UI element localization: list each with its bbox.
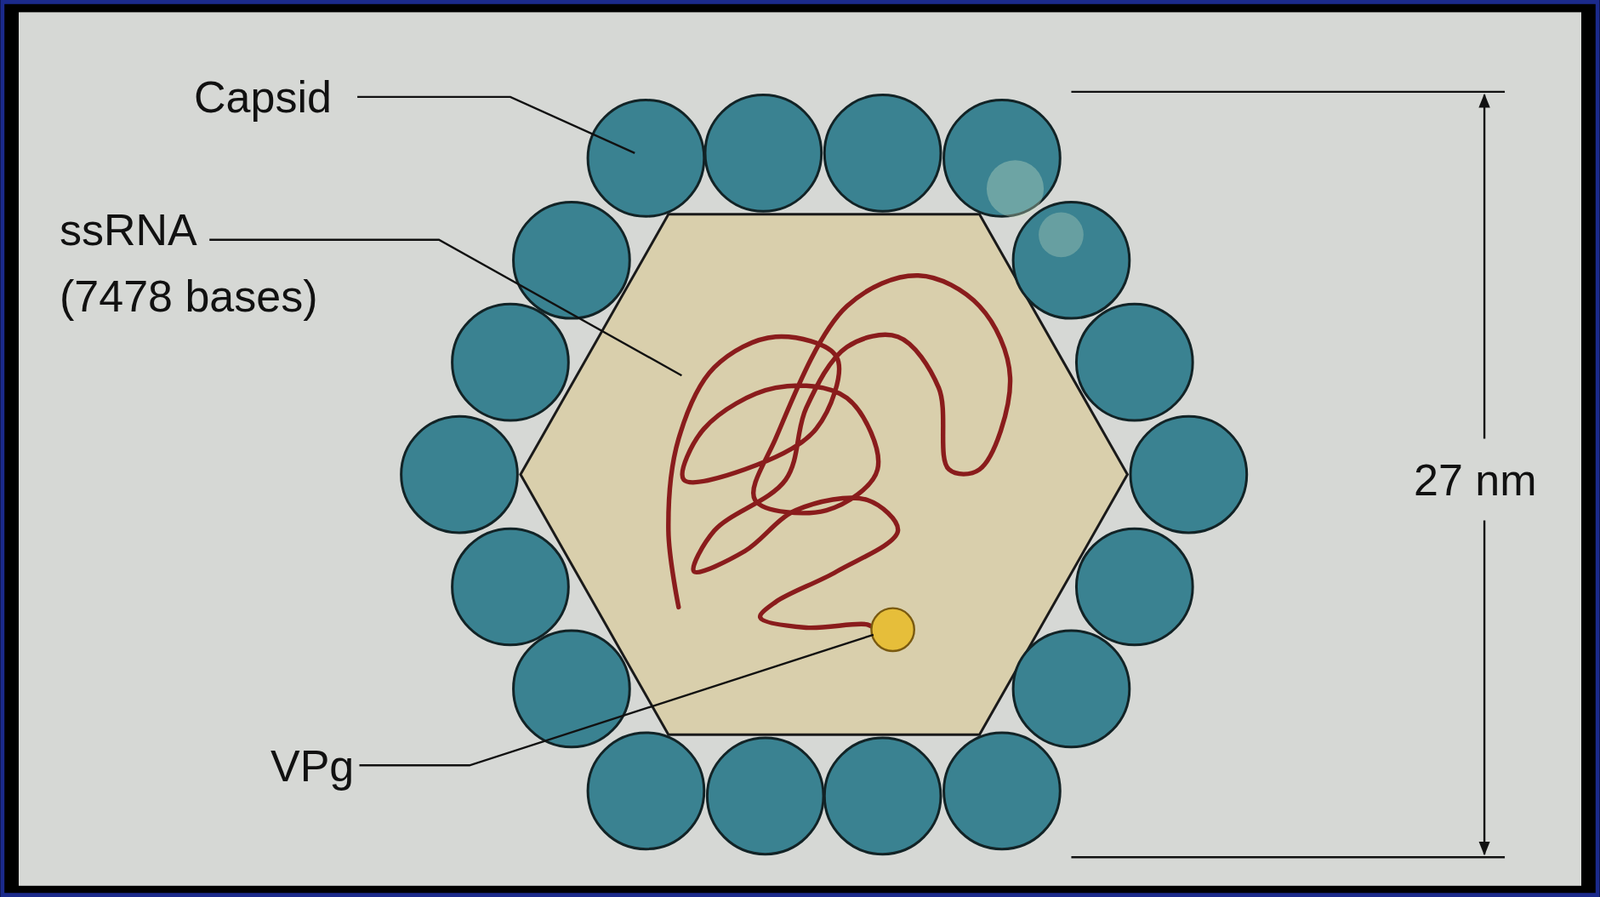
- capsomere: [401, 415, 519, 533]
- capsomere: [513, 201, 631, 319]
- capsomere: [513, 630, 631, 747]
- leader-lines: [209, 96, 874, 765]
- capsomere: [705, 95, 822, 212]
- extension-line: [1070, 855, 1505, 858]
- dimension-label: 27 nm: [1413, 453, 1538, 507]
- capsomere: [587, 100, 705, 217]
- dimension-arrow: [1483, 520, 1486, 855]
- part-label: Capsid: [193, 70, 332, 124]
- capsomere: [1076, 303, 1193, 421]
- capsomere: [452, 528, 570, 645]
- capsomere: [1013, 630, 1130, 747]
- part-label: ssRNA (7478 bases): [59, 196, 320, 330]
- rna-strand: [668, 275, 1011, 630]
- capsomere-highlight: [1038, 211, 1084, 257]
- capsomere: [452, 303, 570, 421]
- dimension-arrow: [1483, 95, 1486, 439]
- capsomere: [824, 95, 941, 212]
- vpg-protein: [871, 608, 914, 651]
- extension-line: [1070, 91, 1505, 93]
- capsomere: [944, 732, 1061, 849]
- leader-line: [358, 634, 873, 765]
- capsomere: [706, 737, 824, 855]
- capsomere: [1076, 528, 1193, 645]
- capsomere: [587, 732, 705, 849]
- capsomere-ring: [401, 95, 1247, 855]
- capsomere-highlight: [986, 159, 1044, 217]
- capsomere: [824, 737, 941, 855]
- capsomere: [1130, 415, 1247, 533]
- part-label: VPg: [270, 739, 354, 792]
- leader-line: [357, 96, 635, 154]
- capsomere: [1013, 201, 1130, 319]
- panel-ground: [18, 11, 1582, 885]
